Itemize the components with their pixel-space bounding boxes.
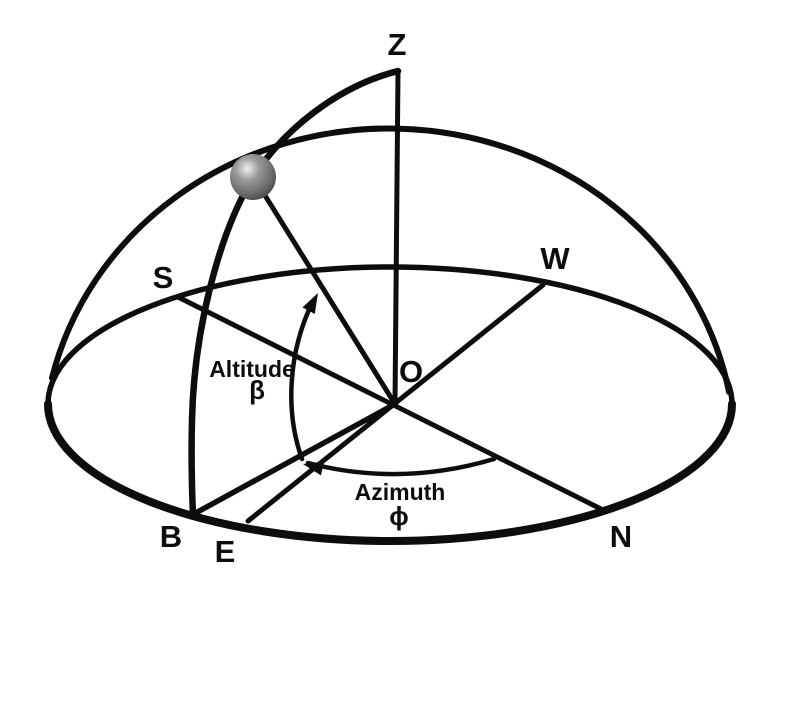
azimuth-word: Azimuth [355,479,446,505]
star-sphere [230,154,276,200]
horizon-circle-front [44,400,736,545]
azimuth-arrow-icon [303,461,325,476]
altitude-word: Altitude [209,356,295,382]
origin-star-line [248,170,398,407]
azimuth-symbol-phi: ϕ [389,501,409,531]
label-east: E [215,534,236,569]
altitude-arc [289,298,316,462]
label-foot-b: B [160,519,182,554]
vertical-circle-arc [188,67,402,520]
azimuth-arc [305,456,497,477]
label-north: N [610,519,632,554]
zenith-origin-line [392,68,401,407]
label-origin: O [399,354,423,389]
horizon-circle-back [45,264,735,407]
label-south: S [153,260,174,295]
altitude-arrow-icon [302,293,318,314]
label-west: W [540,241,570,276]
label-zenith: Z [388,27,407,62]
origin-foot-line [189,401,398,518]
altitude-symbol-beta: β [249,375,265,405]
